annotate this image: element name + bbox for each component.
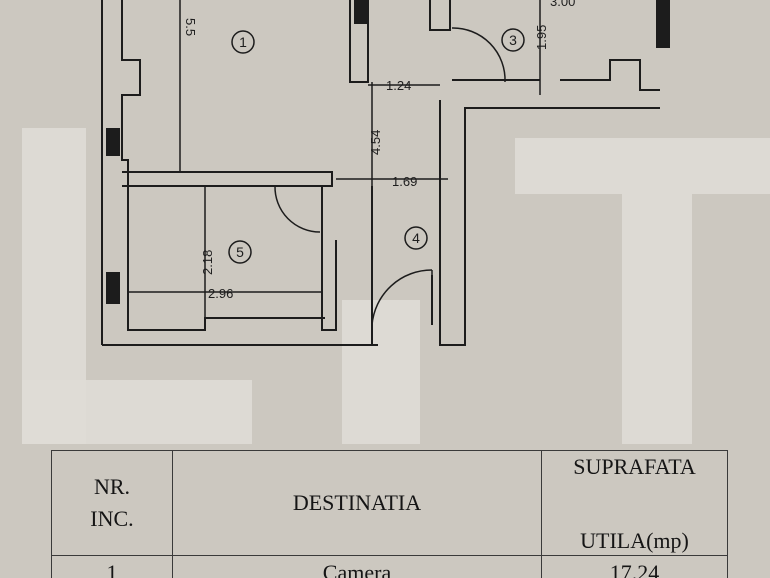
wall-left-inner [121, 0, 141, 331]
floor-plan-drawing: 5.5 3.00 1.95 1.24 4.54 1.69 2.18 2.96 1… [101, 0, 670, 346]
dim-label-195: 1.95 [534, 25, 549, 50]
room-number-1: 1 [239, 34, 247, 50]
dim-label-296: 2.96 [208, 286, 233, 301]
room-marker-circle [501, 28, 525, 52]
room-marker-circle [228, 240, 252, 264]
wall-room1-right [349, 0, 369, 83]
table-header-row: NR. INC. DESTINATIA SUPRAFATA UTILA(mp) [51, 450, 728, 556]
door-swing-room5 [274, 185, 321, 233]
door-swing-bath [451, 27, 506, 83]
header-suprafata-line2: UTILA(mp) [580, 528, 689, 553]
wall-room3 [429, 0, 451, 31]
wall-room5-top [122, 171, 333, 187]
watermark-letter-l-foot [22, 380, 252, 444]
room-number-3: 3 [509, 32, 517, 48]
watermark-letter-i [342, 300, 420, 444]
window-mark [106, 128, 120, 156]
door-swing-entry [371, 269, 433, 326]
header-suprafata-line1: SUPRAFATA [573, 454, 696, 479]
cell-suprafata: 17.24 [541, 555, 728, 578]
header-nr-line2: INC. [90, 506, 134, 531]
cell-nr: 1 [51, 555, 173, 578]
header-destinatia: DESTINATIA [172, 450, 542, 556]
dim-label-218: 2.18 [200, 250, 215, 275]
room-number-4: 4 [412, 230, 420, 246]
table-row: 1 Camera 17.24 [51, 555, 728, 578]
watermark-letter-t-bar [515, 138, 770, 194]
wall-corridor-right [439, 100, 660, 346]
wall-room5-right [321, 186, 337, 331]
header-nr-line1: NR. [93, 474, 131, 499]
watermark-letter-t-stem [622, 194, 692, 444]
dim-label-300: 3.00 [550, 0, 575, 9]
window-mark [106, 272, 120, 304]
dim-label-169: 1.69 [392, 174, 417, 189]
wall-bottom-inner [140, 317, 325, 331]
room-number-5: 5 [236, 244, 244, 260]
room-marker-circle [231, 30, 255, 54]
dim-label-124: 1.24 [386, 78, 411, 93]
window-mark [354, 0, 368, 24]
wall-room3-bottom [452, 59, 660, 91]
window-mark [656, 0, 670, 48]
header-suprafata: SUPRAFATA UTILA(mp) [541, 450, 728, 556]
dim-label-454: 4.54 [368, 130, 383, 155]
dim-label-room1: 5.5 [183, 18, 198, 36]
room-marker-circle [404, 226, 428, 250]
room-schedule-table: NR. INC. DESTINATIA SUPRAFATA UTILA(mp) … [51, 450, 728, 578]
header-nr-inc: NR. INC. [51, 450, 173, 556]
cell-destinatia: Camera [172, 555, 542, 578]
